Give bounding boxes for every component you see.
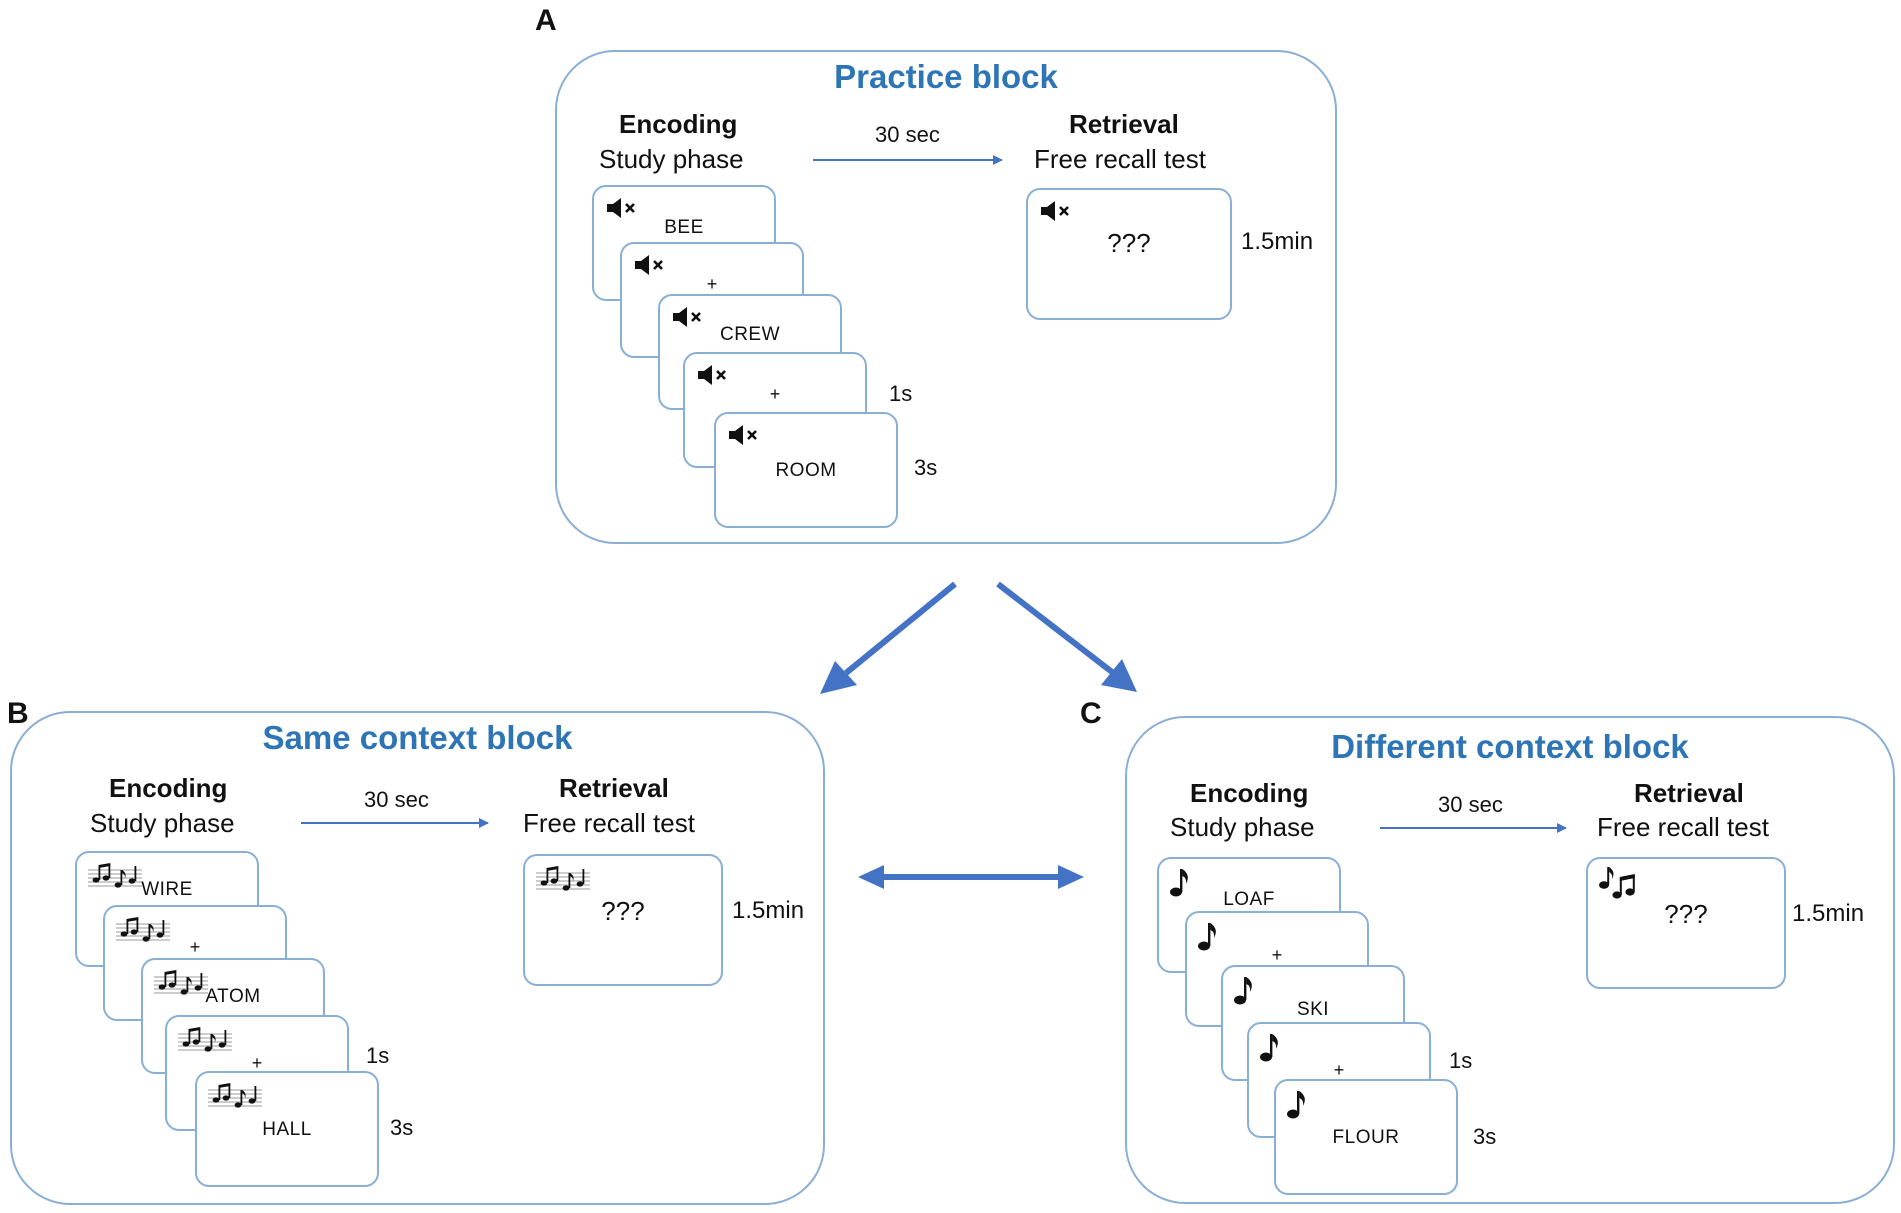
- block-arrow-a-to-b: [844, 581, 957, 676]
- music-staff-icon: [177, 1025, 233, 1060]
- block-arrow-a-to-c-head: [1101, 659, 1137, 692]
- delay-label: 30 sec: [875, 122, 940, 147]
- eighth-note-icon: [1169, 867, 1191, 904]
- block-arrow-a-to-c: [996, 581, 1114, 675]
- stimulus-word: BEE: [664, 217, 704, 238]
- panel-letter-b: B: [7, 697, 29, 730]
- recall-prompt: ???: [601, 896, 645, 926]
- beamed-notes-icon: [1598, 865, 1638, 906]
- recall-label: Free recall test: [523, 808, 695, 838]
- recall-label: Free recall test: [1034, 144, 1206, 174]
- study-phase-label: Study phase: [599, 144, 744, 174]
- fixation-duration: 1s: [1449, 1048, 1473, 1073]
- stimulus-card: ROOM: [714, 412, 898, 528]
- stimulus-word: HALL: [262, 1119, 312, 1140]
- stimulus-word: ATOM: [205, 986, 261, 1007]
- fixation-duration: 1s: [366, 1043, 390, 1068]
- recall-prompt: ???: [1107, 228, 1151, 258]
- eighth-note-icon: [1259, 1032, 1281, 1069]
- fixation-cross: +: [1333, 1060, 1345, 1080]
- study-phase-label: Study phase: [1170, 812, 1315, 842]
- same-context-block: Same context block Encoding Study phase …: [10, 711, 825, 1205]
- block-arrow-b-c-left-head: [858, 865, 884, 889]
- word-duration: 3s: [1473, 1124, 1497, 1149]
- retrieval-duration: 1.5min: [1792, 900, 1865, 927]
- stimulus-word: WIRE: [141, 879, 193, 900]
- muted-speaker-icon: [604, 195, 638, 226]
- music-staff-icon: [207, 1081, 263, 1116]
- fixation-cross: +: [769, 384, 781, 404]
- stimulus-word: SKI: [1296, 999, 1330, 1020]
- recall-label: Free recall test: [1597, 812, 1769, 842]
- eighth-note-icon: [1197, 921, 1219, 958]
- encoding-label: Encoding: [1190, 778, 1309, 808]
- panel-letter-c: C: [1080, 697, 1102, 730]
- retrieval-duration: 1.5min: [732, 897, 805, 924]
- retrieval-card: ???: [1026, 188, 1232, 320]
- music-staff-icon: [535, 864, 591, 899]
- retrieval-duration: 1.5min: [1241, 228, 1314, 255]
- block-arrow-b-c-right-head: [1058, 865, 1084, 889]
- word-duration: 3s: [390, 1115, 414, 1140]
- encoding-label: Encoding: [109, 773, 228, 803]
- stimulus-word: FLOUR: [1332, 1127, 1400, 1148]
- fixation-duration: 1s: [889, 381, 913, 406]
- retrieval-card: ???: [1586, 857, 1786, 989]
- music-staff-icon: [115, 915, 171, 950]
- muted-speaker-icon: [1038, 198, 1072, 229]
- stimulus-word: ROOM: [775, 460, 837, 481]
- study-phase-label: Study phase: [90, 808, 235, 838]
- stimulus-word: LOAF: [1223, 889, 1275, 910]
- word-duration: 3s: [914, 455, 938, 480]
- stimulus-card: HALL: [195, 1071, 379, 1187]
- music-staff-icon: [87, 861, 143, 896]
- fixation-cross: +: [706, 274, 718, 294]
- fixation-cross: +: [189, 937, 201, 957]
- eighth-note-icon: [1286, 1089, 1308, 1126]
- recall-prompt: ???: [1664, 899, 1708, 929]
- retrieval-card: ???: [523, 854, 723, 986]
- practice-block-title: Practice block: [834, 58, 1058, 95]
- delay-label: 30 sec: [1438, 792, 1503, 817]
- stimulus-word: CREW: [719, 324, 781, 345]
- muted-speaker-icon: [670, 304, 704, 335]
- muted-speaker-icon: [695, 362, 729, 393]
- panel-letter-a: A: [535, 4, 557, 37]
- encoding-label: Encoding: [619, 109, 738, 139]
- eighth-note-icon: [1233, 975, 1255, 1012]
- practice-block: Practice block Encoding Study phase 30 s…: [555, 50, 1337, 544]
- fixation-cross: +: [1271, 945, 1283, 965]
- music-staff-icon: [153, 968, 209, 1003]
- fixation-cross: +: [251, 1053, 263, 1073]
- muted-speaker-icon: [726, 422, 760, 453]
- delay-label: 30 sec: [364, 787, 429, 812]
- different-context-block-title: Different context block: [1331, 728, 1689, 765]
- same-context-block-title: Same context block: [262, 719, 573, 756]
- retrieval-label: Retrieval: [1634, 778, 1744, 808]
- retrieval-label: Retrieval: [1069, 109, 1179, 139]
- stimulus-card: FLOUR: [1274, 1079, 1458, 1195]
- retrieval-label: Retrieval: [559, 773, 669, 803]
- muted-speaker-icon: [632, 252, 666, 283]
- block-arrow-a-to-b-head: [820, 661, 857, 694]
- different-context-block: Different context block Encoding Study p…: [1125, 716, 1895, 1204]
